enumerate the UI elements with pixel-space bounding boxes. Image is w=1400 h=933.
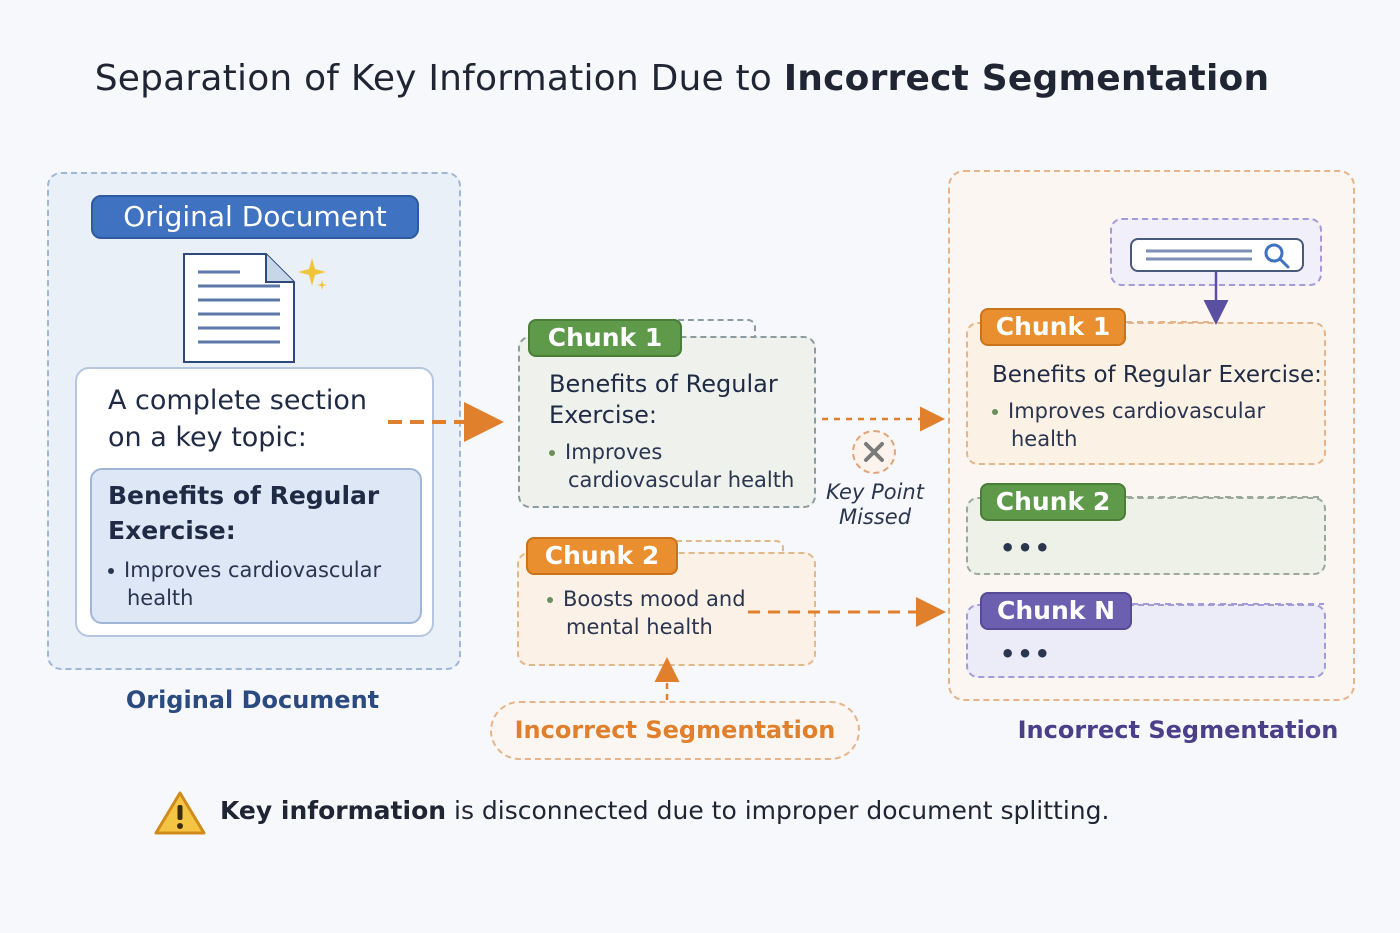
chunk2-bullet: Boosts mood and mental health bbox=[547, 585, 807, 641]
bullet-item: Improves cardiovascular health bbox=[108, 556, 408, 612]
title-prefix: Separation of Key Information Due to bbox=[94, 58, 784, 99]
warning-icon bbox=[154, 791, 206, 835]
chunk1-bullet: Improves cardiovascular health bbox=[549, 438, 819, 494]
right-chunk1-label: Chunk 1 bbox=[980, 308, 1126, 346]
right-incorrect-segmentation-caption: Incorrect Segmentation bbox=[1017, 716, 1339, 744]
right-chunk2-label: Chunk 2 bbox=[980, 483, 1126, 521]
incorrect-segmentation-badge bbox=[490, 701, 860, 760]
chunk1-tab-outline bbox=[678, 319, 756, 339]
key-point-missed-label: Key Point Missed bbox=[826, 480, 924, 529]
right-chunk2-ellipsis: ••• bbox=[1000, 534, 1053, 562]
benefit-title: Benefits of Regular Exercise: bbox=[108, 481, 380, 545]
chunk1-label: Chunk 1 bbox=[528, 319, 682, 357]
chunk1-benefit-title: Benefits of Regular Exercise: bbox=[549, 370, 778, 429]
chunk2-tab-outline bbox=[676, 540, 784, 554]
incorrect-segmentation-caption: Incorrect Segmentation bbox=[514, 716, 836, 744]
original-document-caption: Original Document bbox=[125, 686, 380, 714]
title-emphasis: Incorrect Segmentation bbox=[783, 58, 1270, 99]
right-chunk1-bullet: Improves cardiovascular health bbox=[992, 397, 1292, 453]
section-description: A complete section on a key topic: bbox=[108, 385, 367, 453]
original-document-header: Original Document bbox=[91, 195, 419, 239]
search-icon bbox=[1264, 243, 1290, 269]
footer-message: Key information is disconnected due to i… bbox=[220, 796, 1110, 825]
chunk2-label: Chunk 2 bbox=[526, 537, 678, 575]
right-chunkn-label: Chunk N bbox=[980, 592, 1132, 630]
key-topic-card bbox=[90, 468, 422, 624]
page-title: Separation of Key Information Due to Inc… bbox=[0, 58, 1364, 99]
sparkle-icon bbox=[298, 258, 327, 290]
right-chunk1-benefit-title: Benefits of Regular Exercise: bbox=[992, 362, 1322, 388]
document-icon bbox=[183, 253, 327, 363]
close-icon bbox=[852, 430, 896, 474]
right-chunkn-ellipsis: ••• bbox=[1000, 640, 1053, 668]
